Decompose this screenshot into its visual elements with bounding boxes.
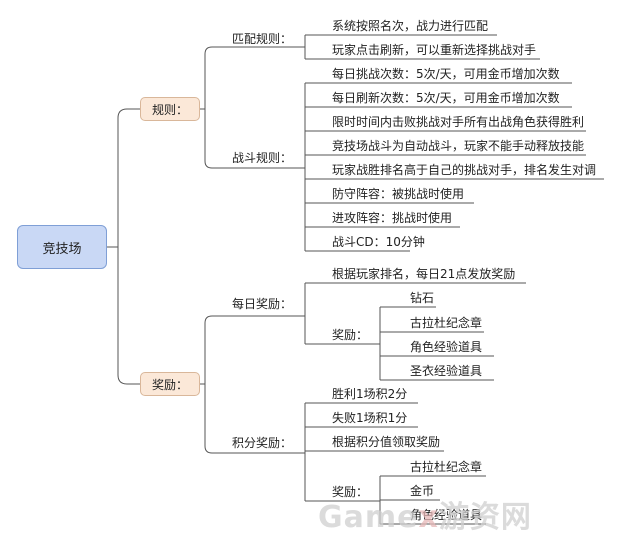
- points-reward-node[interactable]: 积分奖励：: [232, 436, 293, 450]
- rewards-label: 奖励：: [151, 377, 188, 392]
- daily-reward-item[interactable]: 古拉杜纪念章: [410, 316, 483, 330]
- points-rule-item[interactable]: 胜利1场积2分: [332, 387, 408, 401]
- match-rule-item[interactable]: 玩家点击刷新，可以重新选择挑战对手: [332, 43, 537, 57]
- root-label: 竞技场: [42, 241, 82, 257]
- connector-curve: [204, 109, 298, 169]
- points-rule-item[interactable]: 失败1场积1分: [332, 411, 408, 425]
- battle-rule-item[interactable]: 进攻阵容：挑战时使用: [332, 211, 453, 225]
- connector-curve: [204, 384, 298, 454]
- points-reward-item[interactable]: 金币: [410, 484, 435, 498]
- points-rule-item[interactable]: 根据积分值领取奖励: [332, 435, 441, 449]
- daily-reward-item[interactable]: 圣衣经验道具: [410, 364, 483, 378]
- daily-reward-item[interactable]: 钻石: [410, 291, 435, 305]
- connector-curve: [117, 108, 140, 247]
- points-reward-item[interactable]: 古拉杜纪念章: [410, 460, 483, 474]
- battle-rules-node[interactable]: 战斗规则：: [232, 151, 293, 165]
- battle-rule-item[interactable]: 玩家战胜排名高于自己的挑战对手，排名发生对调: [332, 163, 597, 177]
- battle-rule-item[interactable]: 防守阵容：被挑战时使用: [332, 187, 465, 201]
- points-reward-item[interactable]: 角色经验道具: [410, 508, 483, 522]
- battle-rule-item[interactable]: 竞技场战斗为自动战斗，玩家不能手动释放技能: [332, 139, 585, 153]
- daily-reward-item[interactable]: 角色经验道具: [410, 340, 483, 354]
- daily-reward-sublabel[interactable]: 奖励：: [332, 328, 369, 342]
- connector-curve: [204, 46, 298, 109]
- points-reward-sublabel[interactable]: 奖励：: [332, 485, 369, 499]
- watermark-logo: Gamex游资网: [318, 500, 532, 535]
- connector-curve: [117, 247, 140, 385]
- battle-rule-item[interactable]: 每日刷新次数：5次/天，可用金币增加次数: [332, 91, 560, 105]
- daily-reward-note[interactable]: 根据玩家排名，每日21点发放奖励: [332, 267, 516, 281]
- rules-node[interactable]: 规则：: [140, 97, 200, 121]
- match-rules-node[interactable]: 匹配规则：: [232, 32, 293, 46]
- root-node[interactable]: 竞技场: [17, 225, 107, 269]
- match-rule-item[interactable]: 系统按照名次，战力进行匹配: [332, 19, 489, 33]
- daily-reward-node[interactable]: 每日奖励：: [232, 297, 293, 311]
- battle-rule-item[interactable]: 限时时间内击败挑战对手所有出战角色获得胜利: [332, 115, 585, 129]
- battle-rule-item[interactable]: 战斗CD：10分钟: [332, 235, 425, 249]
- connector-curve: [204, 315, 298, 384]
- rules-label: 规则：: [151, 102, 188, 117]
- rewards-node[interactable]: 奖励：: [140, 372, 200, 396]
- battle-rule-item[interactable]: 每日挑战次数：5次/天，可用金币增加次数: [332, 67, 560, 81]
